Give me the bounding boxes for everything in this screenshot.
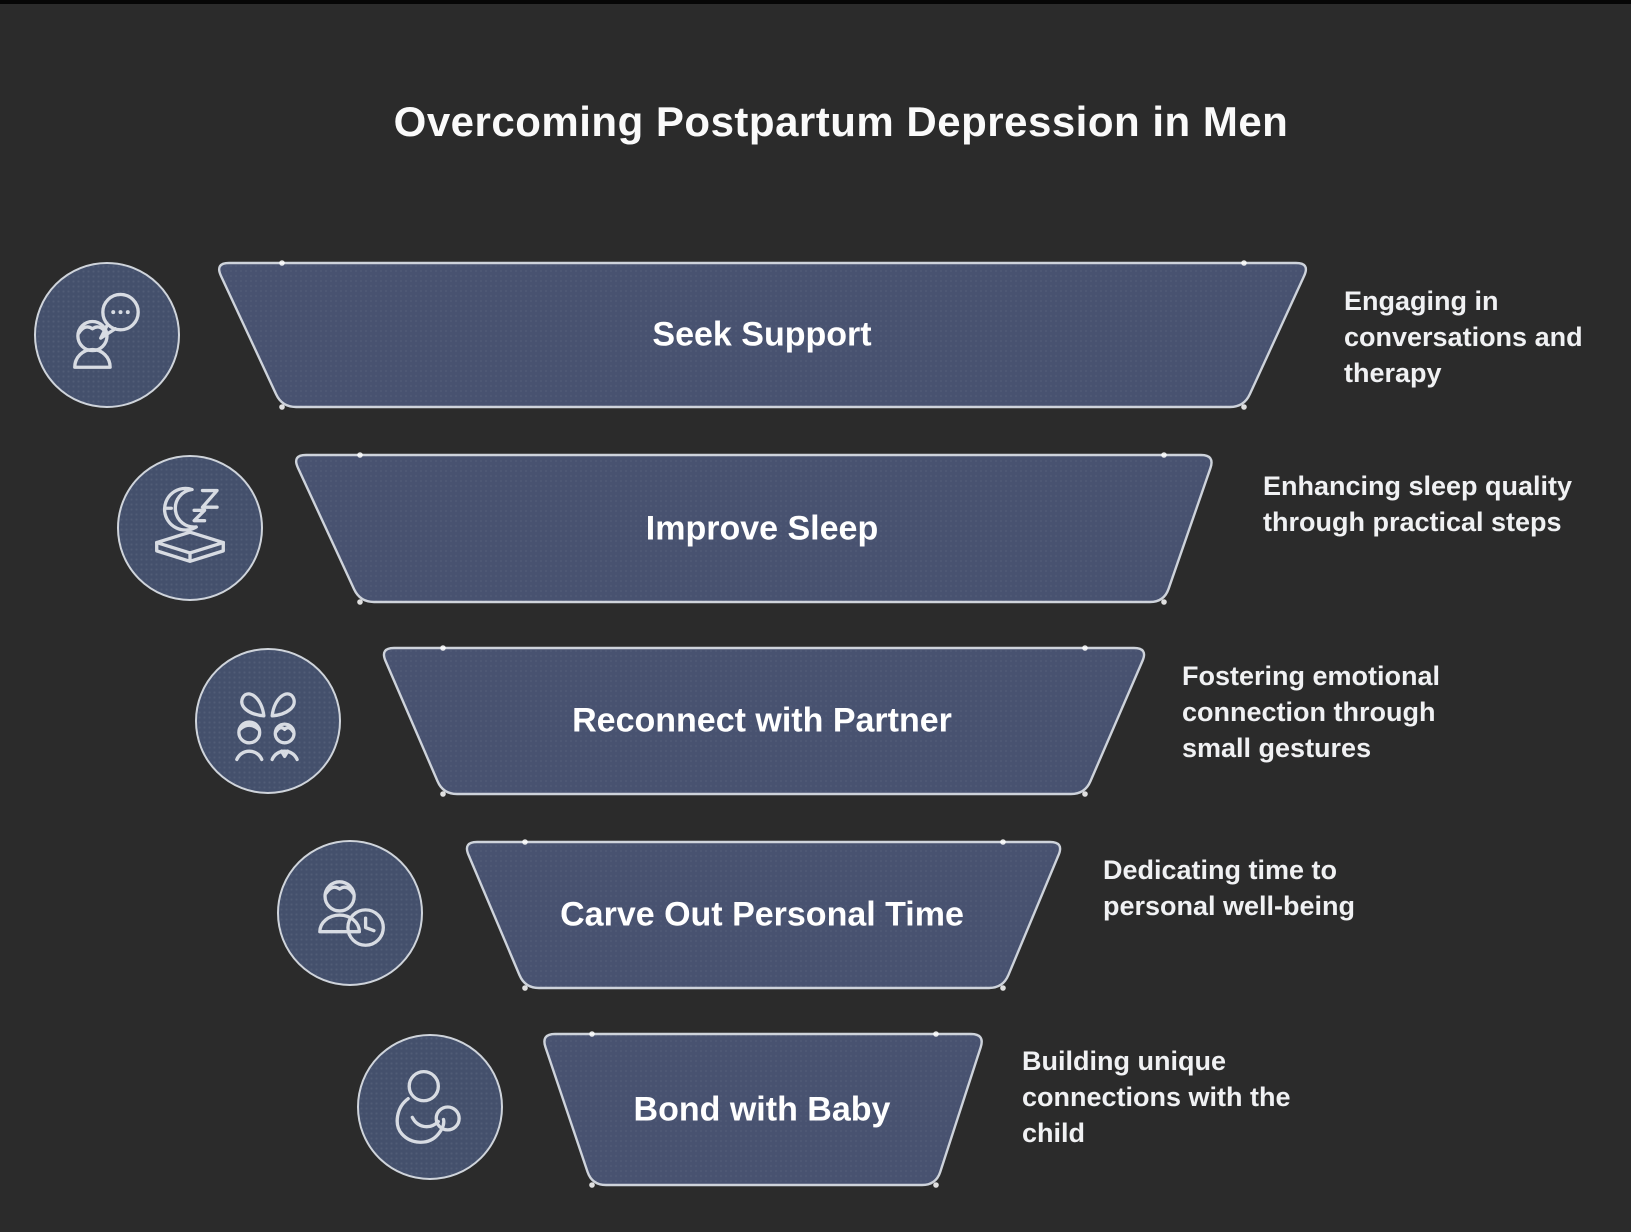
shape-handle-dot: [279, 260, 285, 266]
funnel-stage-texture-0: [219, 263, 1306, 407]
funnel-stage-texture-2: [383, 648, 1145, 794]
funnel-stage-texture-3: [466, 842, 1061, 988]
stage-label-personal-time: Carve Out Personal Time: [560, 895, 964, 934]
shape-handle-dot: [1161, 452, 1167, 458]
shape-handle-dot: [933, 1031, 939, 1037]
moon-sleep-icon: [117, 455, 263, 601]
stage-label-bond-baby: Bond with Baby: [633, 1090, 891, 1129]
shape-handle-dot: [357, 452, 363, 458]
shape-handle-dot: [1082, 791, 1088, 797]
couple-heart-icon: [195, 648, 341, 794]
shape-handle-dot: [1241, 404, 1247, 410]
funnel-stage-texture-4: [544, 1034, 982, 1185]
stage-desc-personal-time: Dedicating time to personal well-being: [1103, 855, 1356, 921]
shape-handle-dot: [589, 1031, 595, 1037]
stage-label-reconnect-partner: Reconnect with Partner: [572, 701, 952, 740]
shape-handle-dot: [589, 1182, 595, 1188]
shape-handle-dot: [1161, 599, 1167, 605]
shape-handle-dot: [1241, 260, 1247, 266]
shape-handle-dot: [522, 839, 528, 845]
shape-handle-dot: [1000, 839, 1006, 845]
stage-label-seek-support: Seek Support: [652, 315, 872, 354]
shape-handle-dot: [357, 599, 363, 605]
shape-handle-dot: [522, 985, 528, 991]
page-title: Overcoming Postpartum Depression in Men: [393, 98, 1289, 145]
stage-desc-bond-baby: Building unique connections with the chi…: [1022, 1046, 1291, 1148]
conversation-therapy-icon: [34, 262, 180, 408]
top-edge-bar: [0, 0, 1631, 4]
stage-desc-reconnect-partner: Fostering emotional connection through s…: [1182, 661, 1441, 763]
parent-baby-icon: [357, 1034, 503, 1180]
shape-handle-dot: [933, 1182, 939, 1188]
shape-handle-dot: [1000, 985, 1006, 991]
shape-handle-dot: [440, 645, 446, 651]
shape-handle-dot: [279, 404, 285, 410]
stage-desc-seek-support: Engaging in conversations and therapy: [1344, 286, 1583, 388]
shape-handle-dot: [1082, 645, 1088, 651]
person-clock-icon: [277, 840, 423, 986]
stage-desc-improve-sleep: Enhancing sleep quality through practica…: [1263, 471, 1573, 537]
stage-label-improve-sleep: Improve Sleep: [645, 509, 879, 548]
shape-handle-dot: [440, 791, 446, 797]
funnel-stage-texture-1: [296, 455, 1212, 602]
